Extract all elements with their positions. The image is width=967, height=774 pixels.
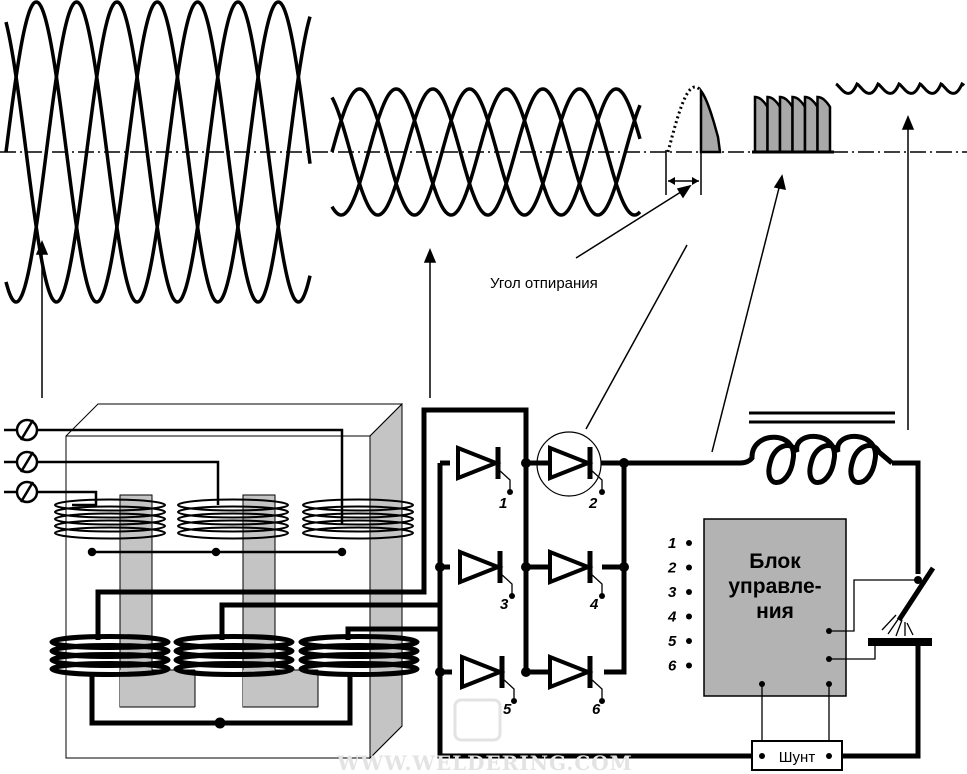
primary-winding-turn	[177, 526, 289, 540]
control-input-label: 4	[667, 609, 677, 626]
thyristor-number: 1	[499, 495, 507, 512]
primary-winding-turn	[54, 498, 166, 512]
thyristor-1: 1	[456, 445, 513, 512]
control-input-label: 6	[668, 658, 677, 675]
primary-winding-turn	[54, 526, 166, 540]
secondary-winding-turn	[173, 661, 295, 677]
thyristor-2: 2	[548, 445, 605, 512]
control-block-label-1: Блок	[749, 550, 801, 573]
thyristors: 1 2 3 4 5 6	[456, 445, 605, 718]
control-input-label: 3	[668, 584, 677, 601]
control-input-terminal	[686, 564, 692, 571]
control-input-label: 1	[668, 535, 676, 552]
control-block: Блок управле- ния 1 2 3 4 5 6	[667, 518, 918, 742]
firing-angle-label: Угол отпирания	[490, 275, 598, 292]
control-inputs: 1 2 3 4 5 6	[667, 535, 692, 675]
primary-winding-turn	[302, 512, 414, 526]
control-block-label-3: ния	[756, 600, 794, 623]
secondary-voltage-waveforms	[330, 87, 642, 217]
primary-winding-turn	[302, 498, 414, 512]
shunt-label: Шунт	[779, 749, 816, 766]
thyristor-number: 3	[500, 596, 509, 613]
thyristor-3: 3	[458, 549, 515, 613]
control-input-terminal	[686, 662, 692, 669]
thyristor-number: 6	[592, 701, 601, 718]
bridge-nodes	[435, 458, 629, 677]
control-input-label: 2	[667, 560, 677, 577]
control-input-terminal	[686, 540, 692, 546]
smoothed-output-waveform	[835, 81, 966, 95]
rectified-pulse	[803, 95, 819, 154]
rectified-pulses-waveform	[752, 95, 834, 154]
firing-angle-arrow	[668, 177, 699, 185]
control-input-terminal	[686, 589, 692, 595]
control-input-label: 5	[668, 633, 677, 650]
primary-winding-turn	[177, 512, 289, 526]
thyristor-4: 4	[548, 549, 605, 613]
rectified-pulse	[766, 95, 782, 154]
primary-voltage-waveforms	[4, 0, 312, 304]
rectified-pulse	[753, 95, 769, 154]
thyristor-number: 4	[589, 596, 599, 613]
sine-phase-1	[330, 87, 642, 217]
sine-phase-3	[4, 0, 312, 304]
sine-phase-2	[330, 87, 642, 217]
primary-winding-turn	[54, 505, 166, 519]
sine-phase-3	[330, 87, 642, 217]
primary-winding-turn	[302, 519, 414, 533]
primary-winding-turn	[302, 505, 414, 519]
transformer	[49, 402, 420, 760]
pointer-arrows	[35, 115, 915, 453]
thyristor-6: 6	[548, 654, 605, 718]
rectified-pulse	[778, 95, 794, 154]
primary-winding-turn	[302, 526, 414, 540]
primary-winding-turn	[177, 505, 289, 519]
primary-windings	[54, 498, 414, 540]
thyristor-number: 2	[588, 495, 598, 512]
thyristor-5: 5	[460, 654, 517, 718]
shunt: Шунт	[751, 740, 843, 771]
primary-winding-turn	[177, 519, 289, 533]
mains-terminals	[4, 418, 39, 504]
secondary-winding-turn	[298, 661, 420, 677]
watermark-text: WWW.WELDERING.COM	[336, 751, 633, 774]
watermark: WWW.WELDERING.COM	[336, 698, 633, 774]
control-input-terminal	[686, 613, 692, 620]
welding-electrode	[842, 566, 936, 759]
secondary-windings	[49, 634, 420, 677]
thyristor-number: 5	[503, 701, 512, 718]
secondary-winding-turn	[49, 661, 171, 677]
primary-wiring	[37, 428, 347, 557]
rectified-pulse	[791, 95, 807, 154]
primary-winding-turn	[54, 512, 166, 526]
primary-winding-turn	[177, 498, 289, 512]
single-pulse-waveform	[665, 85, 722, 195]
control-input-terminal	[686, 638, 692, 644]
control-block-label-2: управле-	[728, 575, 821, 598]
smoothing-choke	[739, 411, 921, 574]
rectified-pulse	[816, 95, 832, 154]
primary-winding-turn	[54, 519, 166, 533]
